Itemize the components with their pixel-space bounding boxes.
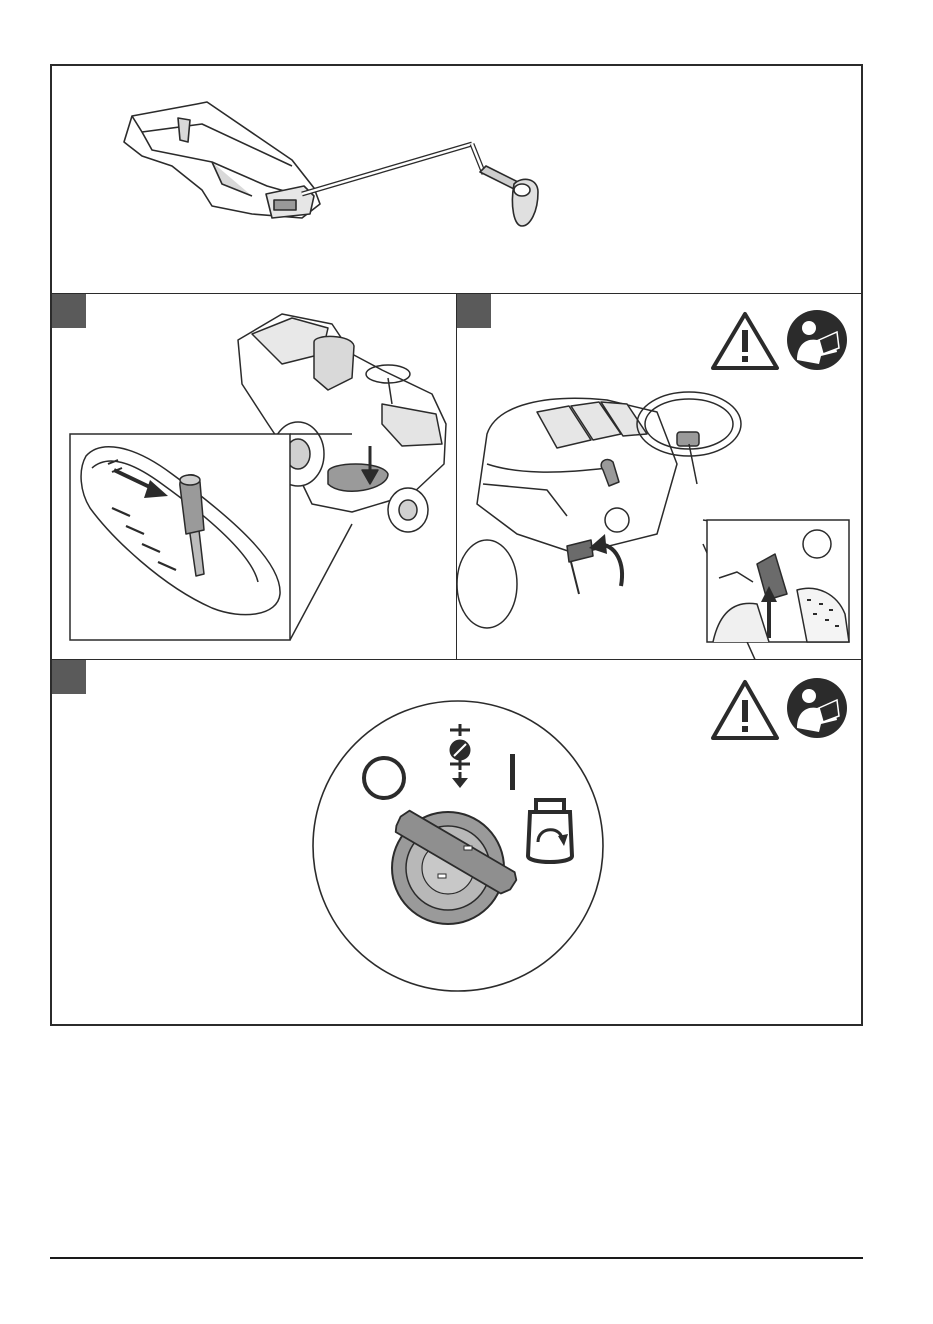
warning-triangle-icon (713, 682, 777, 738)
panel-parking-brake (457, 294, 861, 660)
pedal-illustration (457, 294, 861, 660)
read-manual-icon (787, 678, 847, 738)
on-position-icon (510, 754, 515, 790)
ignition-illustration (52, 660, 861, 1024)
illustration-frame (50, 64, 863, 1026)
panel-adjustment-tool (52, 66, 861, 294)
read-manual-icon (787, 310, 847, 370)
panel-height-lever (52, 294, 457, 660)
adjustment-tool-illustration (52, 66, 861, 294)
mower-lever-illustration (52, 294, 457, 660)
panel-ignition (52, 660, 861, 1024)
footer-rule (50, 1257, 863, 1259)
warning-triangle-icon (713, 314, 777, 368)
